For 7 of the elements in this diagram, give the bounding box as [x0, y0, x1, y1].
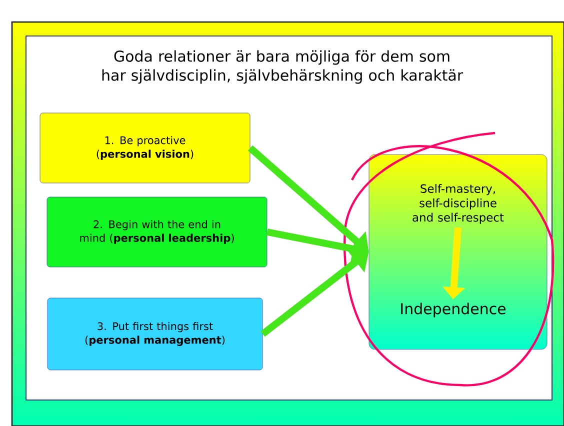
habit-box: 2. Begin with the end in mind (personal leadership) [46, 196, 268, 268]
result-text: Independence [401, 302, 506, 318]
title-text: Goda relationer är bara möjliga för dem som har självdisciplin, självbehärskning och karaktär [102, 50, 464, 84]
banner-shape [368, 154, 548, 350]
habit-box: 3. Put first things first (personal management) [47, 298, 263, 370]
statement-text: Self-mastery, self-discipline and self-respect [412, 184, 504, 224]
habit-box: 1. Be proactive (personal vision) [40, 112, 250, 184]
